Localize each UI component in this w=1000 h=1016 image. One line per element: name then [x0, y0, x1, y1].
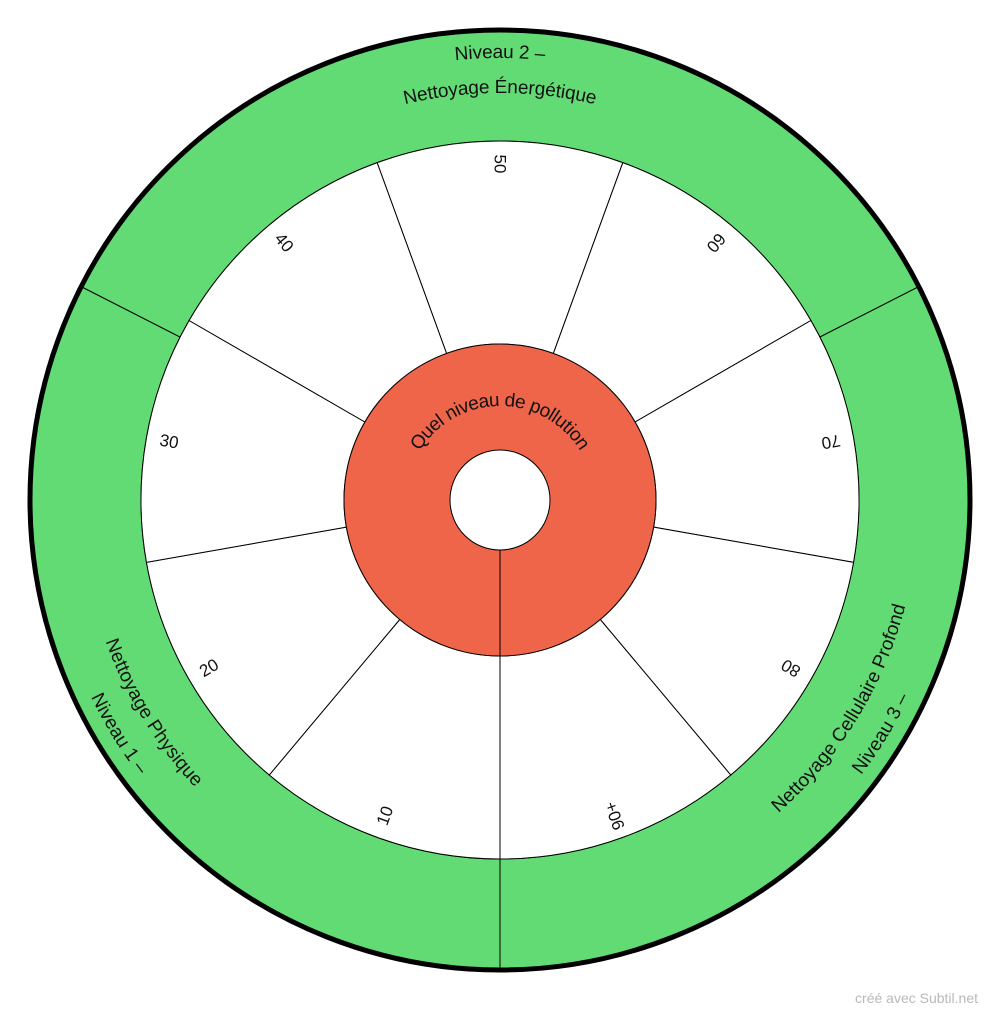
- center-ring: [343, 343, 657, 657]
- segment-label: 30: [158, 431, 180, 453]
- segment-ring: [140, 140, 860, 860]
- outer-ring: [27, 27, 973, 973]
- segment-label: 50: [491, 155, 510, 174]
- segment-label: 70: [820, 431, 842, 453]
- outer-rim: [27, 27, 973, 973]
- center-hole: [449, 449, 551, 551]
- outer-sector-title: Niveau 2 –: [454, 41, 547, 64]
- credit-text: créé avec Subtil.net: [855, 990, 978, 1006]
